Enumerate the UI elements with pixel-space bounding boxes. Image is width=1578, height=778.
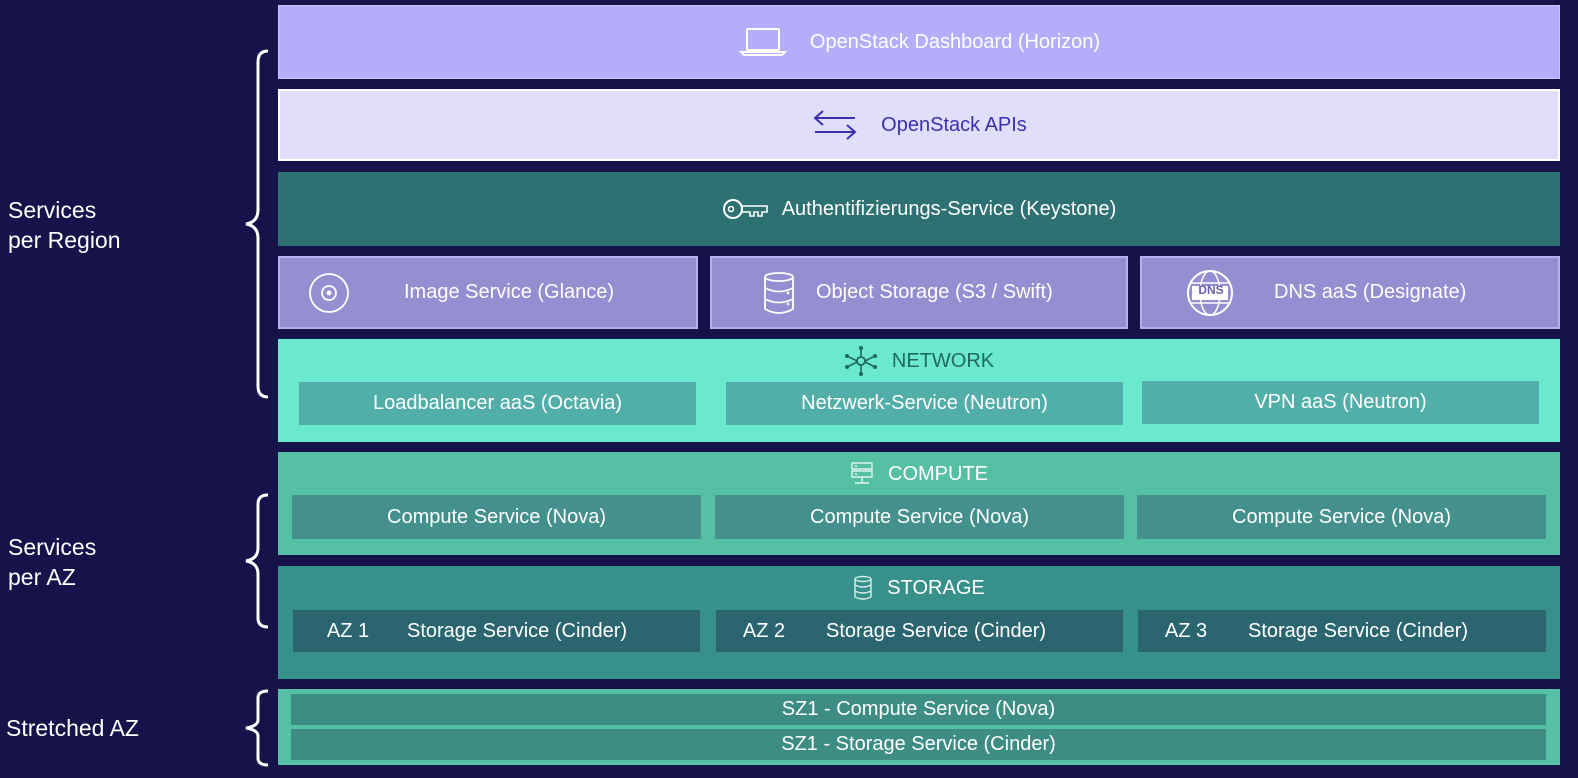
az-label: AZ 1 (326, 619, 370, 642)
compute-title: COMPUTE (888, 462, 988, 485)
network-item-vpn: VPN aaS (Neutron) (1142, 381, 1539, 424)
stretched-item-label: SZ1 - Compute Service (Nova) (781, 698, 1056, 720)
brace-stretched (245, 689, 269, 767)
storage-item-az3: AZ 3 Storage Service (Cinder) (1138, 610, 1546, 652)
arrows-exchange-icon (811, 108, 859, 142)
az-label: AZ 2 (742, 619, 786, 642)
label-line-1: Services (8, 197, 97, 223)
label-services-per-region: Services per Region (8, 195, 121, 255)
brace-az (245, 493, 269, 629)
auth-label: Authentifizierungs-Service (Keystone) (781, 197, 1117, 220)
network-item-label: Loadbalancer aaS (Octavia) (372, 392, 623, 414)
stretched-item-storage: SZ1 - Storage Service (Cinder) (291, 729, 1546, 760)
network-icon (844, 345, 878, 377)
server-icon (850, 461, 874, 487)
compute-item-az2: Compute Service (Nova) (715, 495, 1124, 539)
label-stretched-az: Stretched AZ (6, 713, 139, 743)
compute-item-label: Compute Service (Nova) (387, 505, 606, 528)
service-label: Object Storage (S3 / Swift) (816, 281, 1053, 303)
compute-item-label: Compute Service (Nova) (1232, 505, 1451, 528)
storage-icon (853, 575, 873, 601)
service-box-swift: Object Storage (S3 / Swift) (710, 256, 1128, 329)
storage-header: STORAGE (278, 572, 1560, 604)
storage-title: STORAGE (887, 576, 985, 599)
key-icon (722, 196, 770, 222)
disc-icon (308, 272, 350, 314)
network-item-neutron: Netzwerk-Service (Neutron) (726, 382, 1123, 425)
service-box-designate: DNS aaS (Designate) (1140, 256, 1560, 329)
storage-item-label: Storage Service (Cinder) (1248, 619, 1469, 642)
apis-layer: OpenStack APIs (278, 89, 1560, 161)
apis-label: OpenStack APIs (881, 113, 1027, 136)
storage-item-label: Storage Service (Cinder) (407, 619, 628, 642)
network-title: NETWORK (891, 349, 995, 372)
network-item-label: Netzwerk-Service (Neutron) (801, 392, 1048, 414)
auth-layer: Authentifizierungs-Service (Keystone) (278, 172, 1560, 246)
dns-icon-text: DNS (1198, 283, 1224, 297)
stretched-item-compute: SZ1 - Compute Service (Nova) (291, 694, 1546, 725)
label-line-1: Services (8, 534, 97, 560)
storage-item-label: Storage Service (Cinder) (826, 619, 1047, 642)
label-services-per-az: Services per AZ (8, 532, 96, 592)
compute-item-label: Compute Service (Nova) (810, 505, 1029, 528)
compute-item-az1: Compute Service (Nova) (292, 495, 701, 539)
dns-globe-icon (1186, 269, 1234, 317)
database-icon (762, 271, 796, 315)
stretched-item-label: SZ1 - Storage Service (Cinder) (781, 733, 1056, 755)
service-label: Image Service (Glance) (404, 281, 615, 303)
laptop-icon (738, 26, 788, 58)
service-box-glance: Image Service (Glance) (278, 256, 698, 329)
storage-item-az1: AZ 1 Storage Service (Cinder) (293, 610, 700, 652)
label-line-2: per Region (8, 227, 121, 253)
storage-item-az2: AZ 2 Storage Service (Cinder) (716, 610, 1123, 652)
label-line-1: Stretched AZ (6, 715, 139, 741)
dashboard-label: OpenStack Dashboard (Horizon) (809, 30, 1101, 53)
label-line-2: per AZ (8, 564, 76, 590)
dashboard-layer: OpenStack Dashboard (Horizon) (278, 5, 1560, 79)
compute-item-az3: Compute Service (Nova) (1137, 495, 1546, 539)
brace-region (245, 49, 269, 399)
service-label: DNS aaS (Designate) (1274, 281, 1467, 303)
az-label: AZ 3 (1164, 619, 1208, 642)
network-item-label: VPN aaS (Neutron) (1254, 391, 1427, 413)
compute-header: COMPUTE (278, 458, 1560, 490)
network-header: NETWORK (278, 344, 1560, 378)
network-item-octavia: Loadbalancer aaS (Octavia) (299, 382, 696, 425)
